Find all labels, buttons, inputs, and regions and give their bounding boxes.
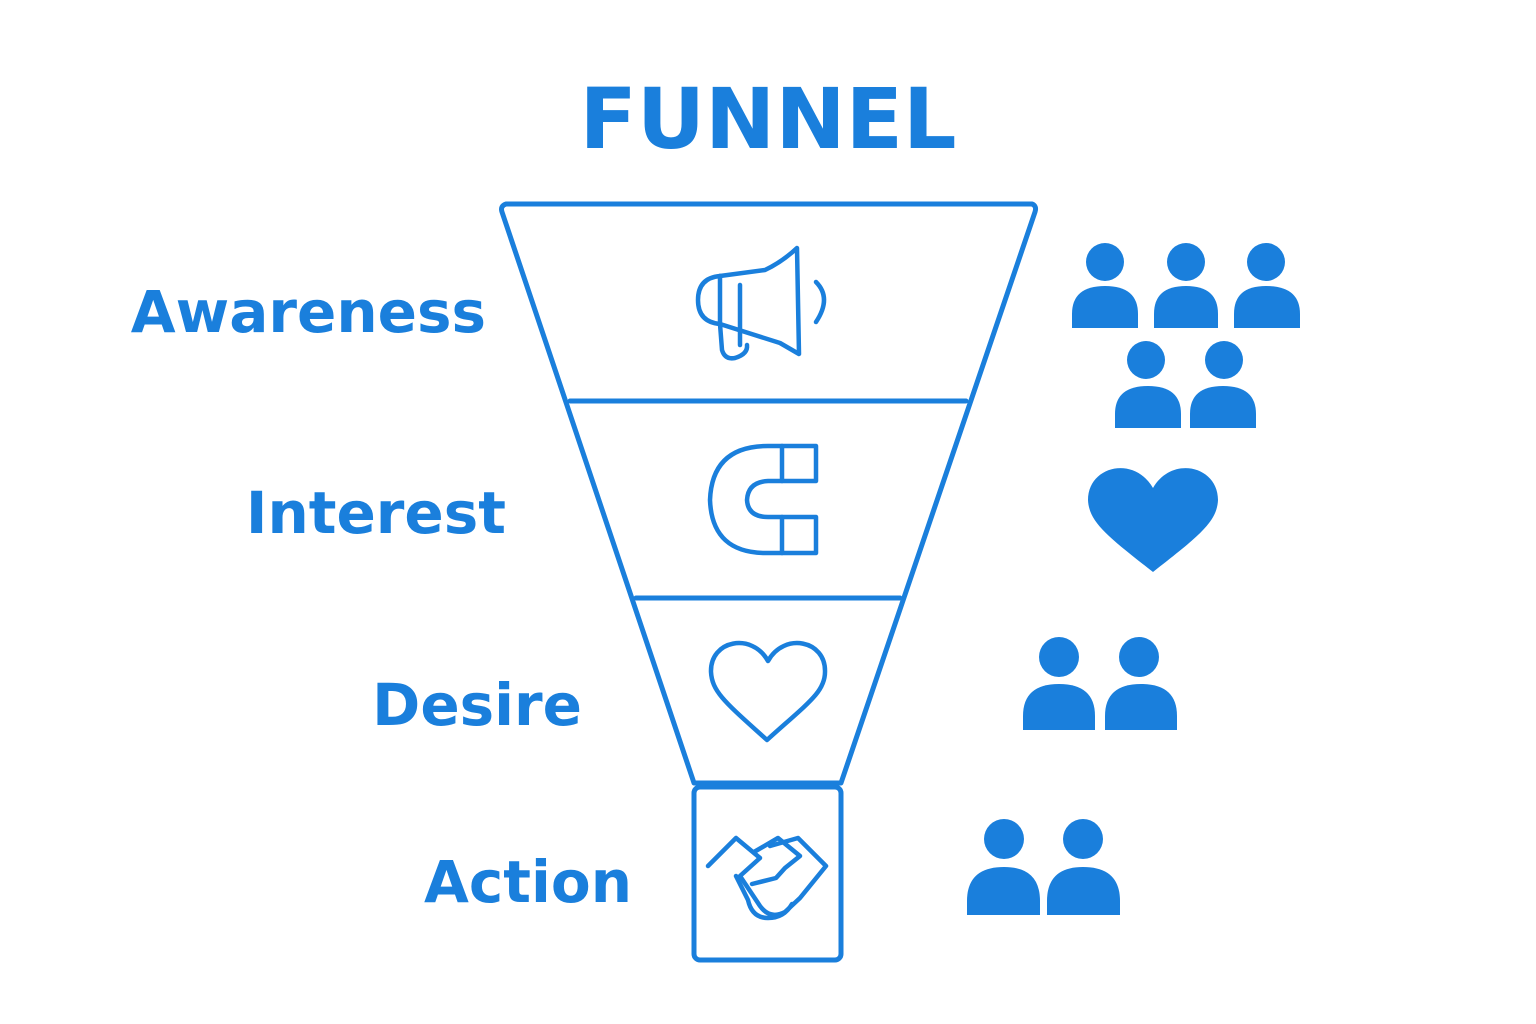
heart-icon: [1088, 468, 1218, 572]
awareness-audience: [1072, 243, 1300, 428]
stage-label-interest: Interest: [246, 479, 506, 547]
people-icon: [1047, 819, 1120, 915]
stage-label-action: Action: [424, 848, 632, 916]
magnet-icon: [707, 443, 819, 556]
desire-audience: [1023, 637, 1177, 730]
heart-outline-icon: [708, 640, 828, 743]
people-icon: [1190, 341, 1256, 428]
people-icon: [1072, 243, 1138, 328]
people-icon: [1023, 637, 1095, 730]
people-icon: [967, 819, 1040, 915]
stage-label-awareness: Awareness: [131, 278, 486, 346]
funnel-body: [499, 201, 1039, 786]
action-audience: [967, 819, 1120, 915]
stage-label-desire: Desire: [372, 671, 582, 739]
funnel-outline: [499, 201, 1039, 963]
handshake-icon: [705, 835, 829, 921]
funnel-spout: [691, 784, 844, 963]
megaphone-icon: [695, 245, 827, 361]
people-icon: [1234, 243, 1300, 328]
page-title: FUNNEL: [579, 70, 956, 168]
people-icon: [1154, 243, 1218, 328]
people-icon: [1115, 341, 1181, 428]
people-icon: [1105, 637, 1177, 730]
